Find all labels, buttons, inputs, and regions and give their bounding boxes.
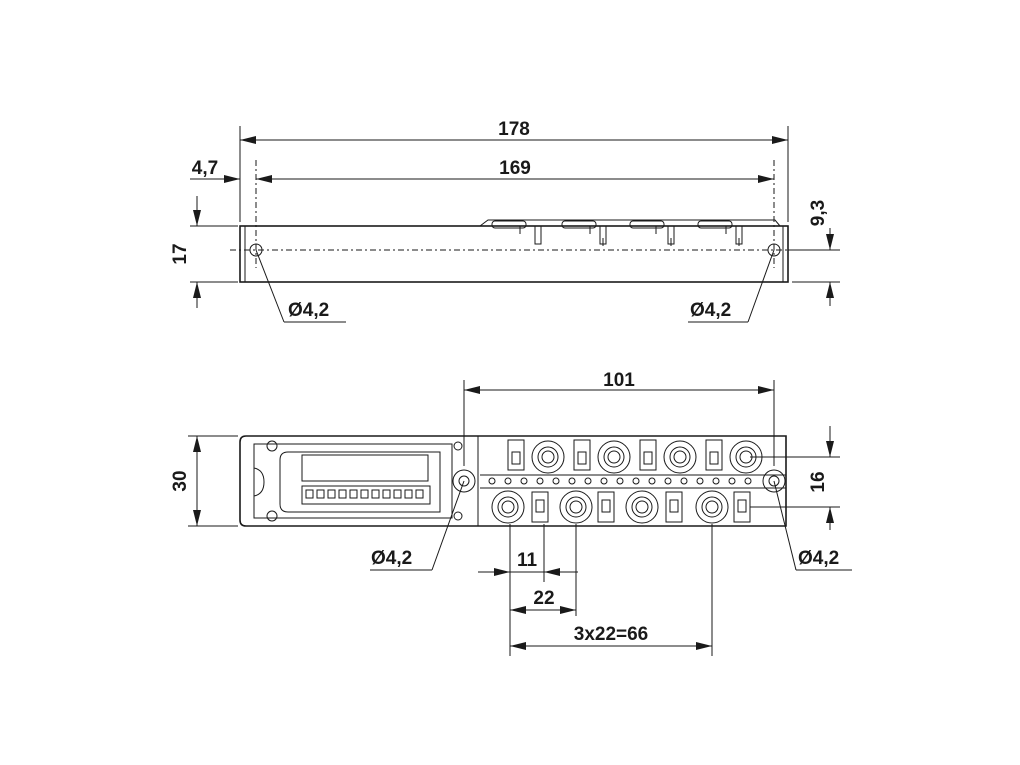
leader-front-hole-right: Ø4,2 — [773, 480, 852, 571]
front-view-body — [239, 435, 787, 527]
dim-label-11: 11 — [517, 550, 538, 571]
top-view: 178 169 4,7 17 — [170, 119, 840, 323]
dim-label-22: 22 — [533, 588, 554, 609]
dim-label-top-hole-right: Ø4,2 — [690, 300, 731, 321]
leader-hole-left: Ø4,2 — [255, 249, 346, 323]
connector-row-bottom — [491, 490, 751, 524]
dim-label-16: 16 — [808, 471, 829, 492]
dim-width: 30 — [170, 435, 238, 527]
dim-label-front-hole-left: Ø4,2 — [371, 548, 412, 569]
dim-label-30: 30 — [170, 470, 191, 491]
dim-label-4-7: 4,7 — [192, 158, 218, 179]
led-row — [488, 477, 752, 485]
display-window — [301, 454, 429, 482]
dim-label-front-hole-right: Ø4,2 — [798, 548, 839, 569]
dim-pitch-offset: 11 — [478, 524, 578, 656]
top-view-connectors — [479, 219, 781, 246]
dim-hole-row-height: 16 — [750, 426, 840, 530]
dim-connector-width: 101 — [463, 370, 775, 466]
dim-label-169: 169 — [499, 158, 531, 179]
dim-hole-height: 9,3 — [788, 200, 840, 306]
leader-hole-right: Ø4,2 — [688, 249, 775, 323]
dim-pitch-total: 3x22=66 — [510, 524, 713, 656]
connector-row-top — [507, 439, 763, 474]
dim-label-top-hole-left: Ø4,2 — [288, 300, 329, 321]
dim-pitch: 22 — [510, 524, 577, 616]
dim-overall-length: 178 — [239, 119, 789, 222]
front-view-hole-left — [452, 469, 476, 493]
dim-label-101: 101 — [603, 370, 635, 391]
dim-label-3x22: 3x22=66 — [574, 624, 649, 645]
leader-front-hole-left: Ø4,2 — [370, 480, 465, 571]
terminal-strip — [301, 485, 431, 505]
dim-height: 17 — [170, 196, 238, 308]
dim-label-17: 17 — [170, 243, 191, 264]
dim-hole-spacing: 169 — [256, 158, 774, 183]
top-view-body — [239, 225, 789, 283]
front-view-hole-right — [762, 469, 786, 493]
dim-hole-offset: 4,7 — [190, 158, 240, 183]
dim-label-178: 178 — [498, 119, 530, 140]
dim-label-9-3: 9,3 — [808, 200, 829, 226]
front-view: 101 30 16 Ø4,2 Ø — [170, 370, 852, 656]
